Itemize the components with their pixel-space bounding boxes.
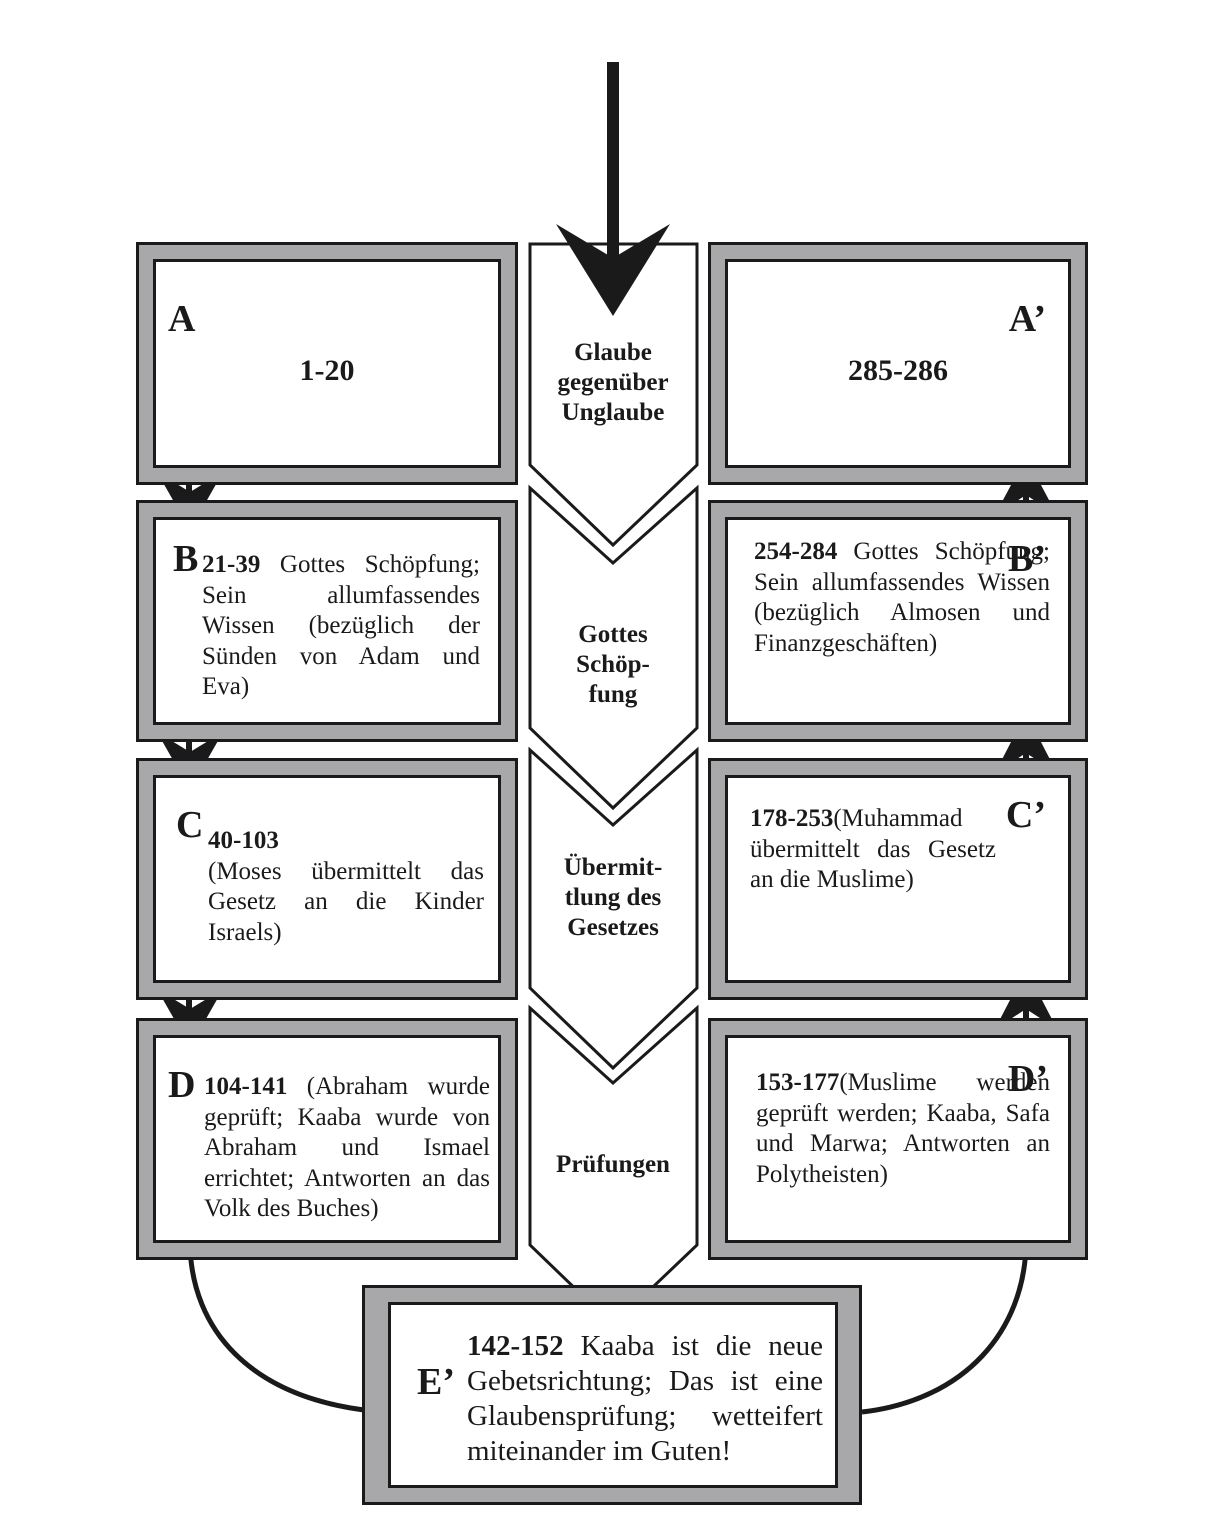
box-b: B 21-39 Gottes Schöpfung; Sein allumfass… — [136, 500, 518, 742]
box-e-prime-description: Kaaba ist die neue Gebetsrichtung; Das i… — [467, 1330, 823, 1467]
box-c-prime: C’ 178-253(Muhammad übermittelt das Gese… — [708, 758, 1088, 1000]
box-b-inner: B 21-39 Gottes Schöpfung; Sein allumfass… — [153, 517, 501, 725]
box-a: A 1-20 — [136, 242, 518, 485]
box-a-range: 1-20 — [299, 354, 355, 387]
box-a-inner: A 1-20 — [153, 259, 501, 468]
box-d-description: (Abraham wurde geprüft; Kaaba wurde von … — [204, 1073, 490, 1222]
box-e-prime-inner: E’ 142-152 Kaaba ist die neue Gebetsrich… — [388, 1302, 838, 1488]
box-e-prime: E’ 142-152 Kaaba ist die neue Gebetsrich… — [362, 1285, 862, 1505]
box-b-prime-range: 254-284 — [754, 538, 838, 565]
box-a-prime-range: 285-286 — [848, 354, 948, 387]
box-d: D 104-141 (Abraham wurde geprüft; Kaaba … — [136, 1018, 518, 1260]
chevron-glaube — [528, 242, 699, 548]
box-b-range: 21-39 — [202, 551, 261, 578]
box-c-prime-inner: C’ 178-253(Muhammad übermittelt das Gese… — [725, 775, 1071, 983]
box-a-prime-inner: A’ 285-286 — [725, 259, 1071, 468]
box-e-prime-range: 142-152 — [467, 1330, 564, 1362]
center-chevrons — [528, 242, 699, 1328]
center-label-glaube: Glaube gegenüber Unglaube — [557, 339, 669, 426]
top-arrow — [556, 62, 670, 316]
box-a-letter: A — [168, 298, 196, 340]
chevron-schoepfung — [528, 484, 699, 811]
center-label-pruefungen: Prüfungen — [556, 1151, 670, 1178]
box-b-prime-inner: B’ 254-284 Gottes Schöpfung; Sein allumf… — [725, 517, 1071, 725]
box-b-prime: B’ 254-284 Gottes Schöpfung; Sein allumf… — [708, 500, 1088, 742]
center-label-gesetz: Übermit-tlung des Gesetzes — [563, 854, 663, 941]
box-c-range: 40-103 — [208, 827, 279, 854]
box-b-letter: B — [173, 538, 199, 580]
box-c-prime-range: 178-253 — [750, 805, 834, 832]
box-c-description: (Moses übermittelt das Gesetz an die Kin… — [208, 857, 484, 946]
box-b-prime-text: 254-284 Gottes Schöpfung; Sein allumfass… — [754, 537, 1050, 659]
box-c-prime-letter: C’ — [1005, 794, 1046, 836]
chevron-gesetz — [528, 746, 699, 1071]
box-b-text: 21-39 Gottes Schöpfung; Sein allumfassen… — [202, 550, 480, 703]
box-d-prime-inner: D’ 153-177(Muslime werden geprüft werden… — [725, 1035, 1071, 1243]
box-b-prime-letter: B’ — [1008, 538, 1046, 580]
box-a-prime: A’ 285-286 — [708, 242, 1088, 485]
box-a-prime-letter: A’ — [1008, 298, 1046, 340]
box-e-prime-text: 142-152 Kaaba ist die neue Gebetsrichtun… — [467, 1329, 823, 1469]
box-c-prime-description: (Muhammad übermittelt das Gesetz an die … — [750, 805, 996, 893]
box-d-letter: D — [168, 1064, 196, 1106]
box-d-prime-description: (Muslime werden geprüft werden; Kaaba, S… — [756, 1069, 1050, 1188]
box-b-description: Gottes Schöpfung; Sein allumfassendes Wi… — [202, 551, 480, 700]
box-c-letter: C — [176, 804, 204, 846]
box-d-inner: D 104-141 (Abraham wurde geprüft; Kaaba … — [153, 1035, 501, 1243]
box-d-prime-text: 153-177(Muslime werden geprüft werden; K… — [756, 1068, 1050, 1190]
box-d-range: 104-141 — [204, 1073, 288, 1100]
box-c-prime-text: 178-253(Muhammad übermittelt das Gesetz … — [750, 804, 996, 896]
box-b-prime-description: Gottes Schöpfung; Sein allumfassendes Wi… — [754, 538, 1050, 657]
box-d-text: 104-141 (Abraham wurde geprüft; Kaaba wu… — [204, 1072, 490, 1225]
box-d-prime-range: 153-177 — [756, 1069, 840, 1096]
box-d-prime: D’ 153-177(Muslime werden geprüft werden… — [708, 1018, 1088, 1260]
box-e-prime-letter: E’ — [417, 1361, 455, 1403]
box-c: C 40-103 (Moses übermittelt das Gesetz a… — [136, 758, 518, 1000]
box-c-inner: C 40-103 (Moses übermittelt das Gesetz a… — [153, 775, 501, 983]
center-label-schoepfung: Gottes Schöp-fung — [576, 621, 650, 708]
box-c-text: 40-103 (Moses übermittelt das Gesetz an … — [208, 826, 484, 948]
curve-connectors — [187, 1244, 1029, 1415]
box-d-prime-letter: D’ — [1007, 1058, 1048, 1100]
chevron-pruefungen — [528, 1004, 699, 1328]
